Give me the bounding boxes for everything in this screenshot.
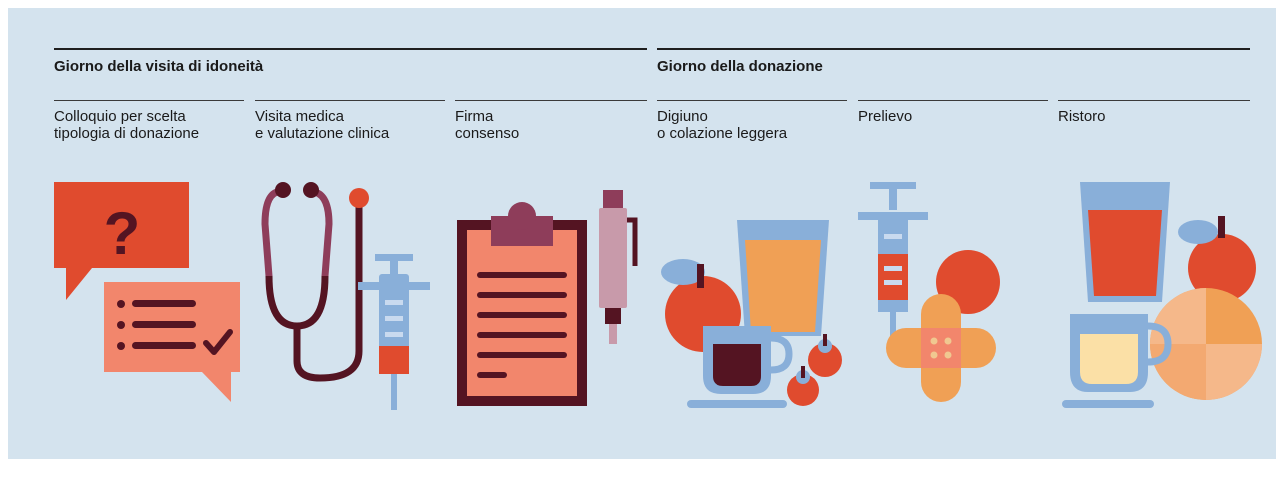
phase-visit-day: Giorno della visita di idoneità: [54, 48, 647, 90]
step-label: Visita medica e valutazione clinica: [255, 108, 390, 142]
step-label: Digiuno o colazione leggera: [657, 108, 788, 142]
step-prelievo: Prelievo: [858, 100, 1048, 161]
phase-title: Giorno della visita di idoneità: [54, 58, 264, 75]
step-visita-medica: Visita medica e valutazione clinica: [255, 100, 445, 161]
svg-text:?: ?: [104, 200, 141, 267]
refreshment-icon: [1058, 176, 1262, 416]
breakfast-icon: [657, 176, 847, 416]
step-label: Prelievo: [858, 108, 913, 125]
step-label: Firma consenso: [455, 108, 520, 142]
step-colloquio: Colloquio per scelta tipologia di donazi…: [54, 100, 244, 161]
step-label: Ristoro: [1058, 108, 1106, 125]
stethoscope-syringe-icon: [255, 176, 445, 416]
speech-bubbles-icon: ?: [54, 176, 244, 406]
clipboard-pen-icon: [455, 176, 647, 416]
infographic-panel: Giorno della visita di idoneità Giorno d…: [8, 8, 1276, 459]
phase-donation-day: Giorno della donazione: [657, 48, 1250, 90]
step-label: Colloquio per scelta tipologia di donazi…: [54, 108, 200, 142]
step-ristoro: Ristoro: [1058, 100, 1250, 161]
step-digiuno: Digiuno o colazione leggera: [657, 100, 847, 161]
syringe-bandage-icon: [858, 176, 1048, 416]
phase-title: Giorno della donazione: [657, 58, 823, 75]
step-firma-consenso: Firma consenso: [455, 100, 647, 161]
